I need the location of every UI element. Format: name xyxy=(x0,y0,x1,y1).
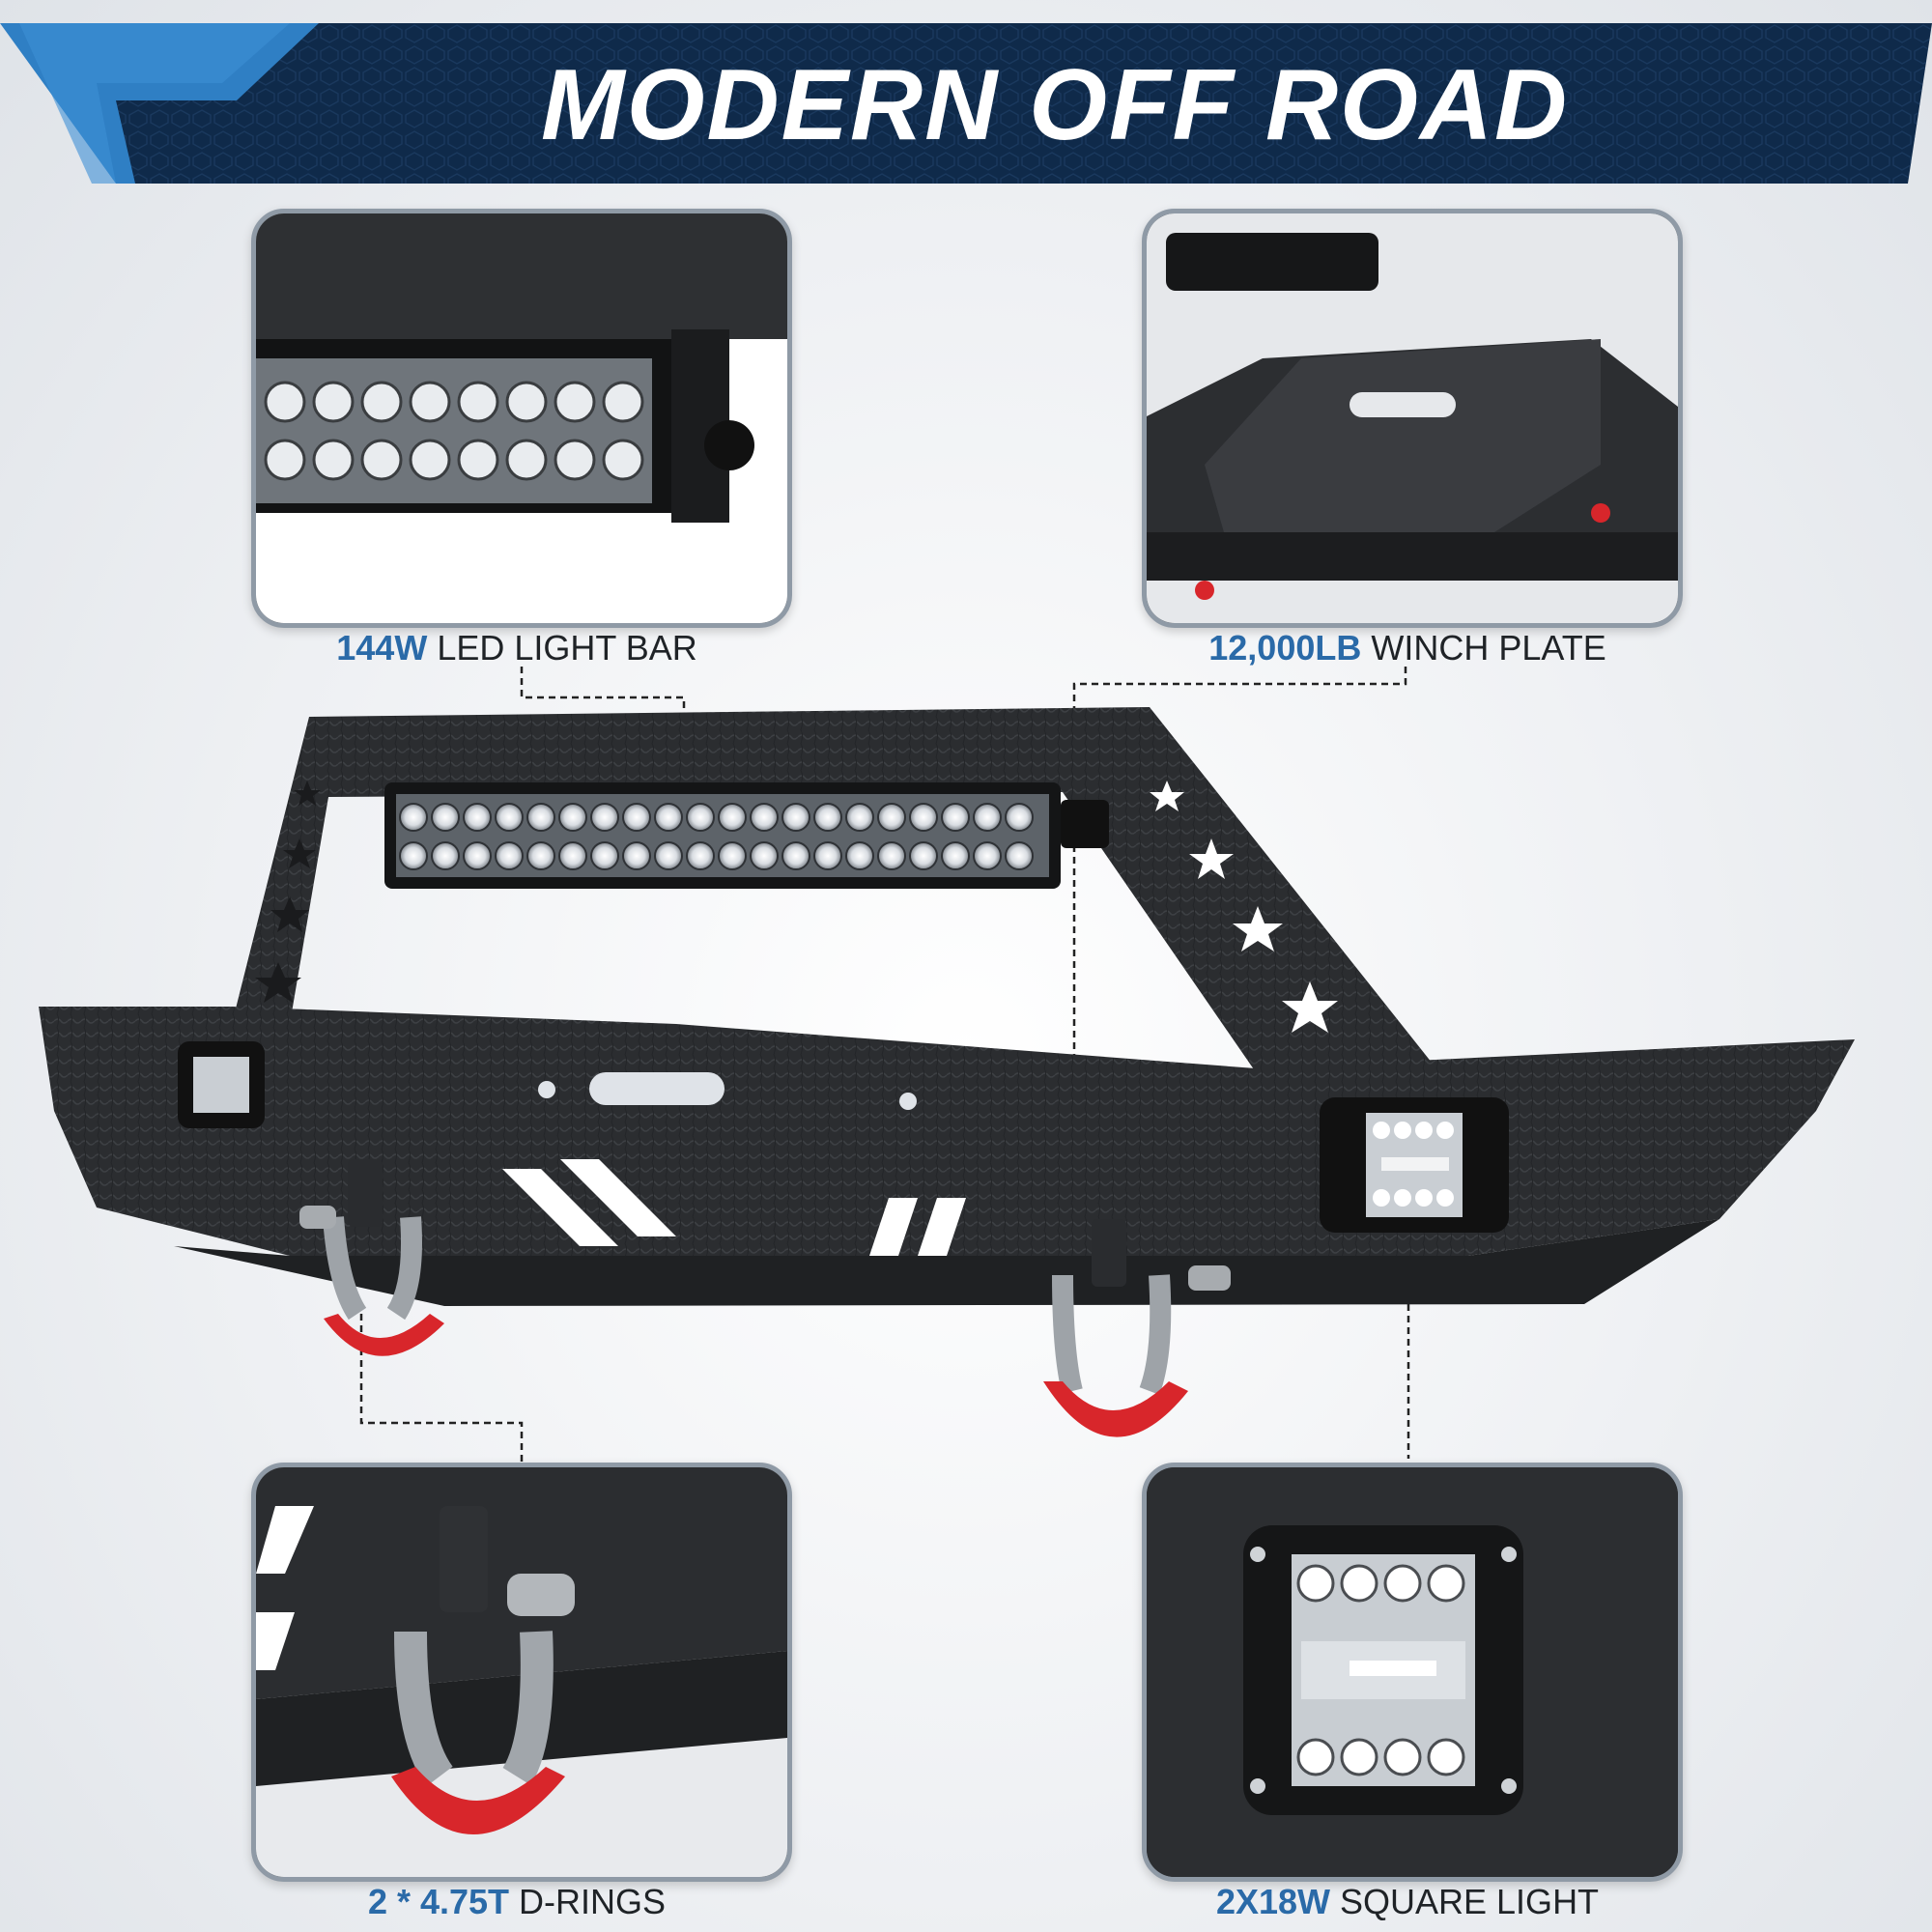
light-bar-led xyxy=(813,803,842,832)
light-bar-led xyxy=(941,803,970,832)
light-bar-led xyxy=(526,841,555,870)
caption-light-bar-text: LED LIGHT BAR xyxy=(427,628,697,668)
feature-panel-winch-plate xyxy=(1142,209,1683,628)
light-bar-led xyxy=(622,841,651,870)
caption-winch-plate: 12,000LB WINCH PLATE xyxy=(1142,628,1673,668)
light-bar-led xyxy=(845,803,874,832)
feature-panel-square-light xyxy=(1142,1463,1683,1882)
winch-plate-closeup-image xyxy=(1147,213,1678,623)
caption-square-light-text: SQUARE LIGHT xyxy=(1330,1882,1600,1921)
light-bar-led xyxy=(558,803,587,832)
light-bar-led xyxy=(1005,803,1034,832)
light-bar-led xyxy=(877,841,906,870)
caption-square-light: 2X18W SQUARE LIGHT xyxy=(1142,1882,1673,1922)
light-bar-led xyxy=(1005,841,1034,870)
d-rings-closeup-image xyxy=(256,1467,787,1877)
light-bar-led xyxy=(654,803,683,832)
light-bar-led xyxy=(750,841,779,870)
header-banner: MODERN OFF ROAD xyxy=(0,23,1932,184)
light-bar-led xyxy=(622,803,651,832)
light-bar-led xyxy=(431,841,460,870)
light-bar-led xyxy=(495,803,524,832)
caption-winch-plate-text: WINCH PLATE xyxy=(1361,628,1606,668)
light-bar-led xyxy=(877,803,906,832)
light-bar-led xyxy=(941,841,970,870)
caption-d-rings-highlight: 2 * 4.75T xyxy=(367,1882,510,1921)
light-bar-led xyxy=(813,841,842,870)
light-bar-led xyxy=(495,841,524,870)
caption-square-light-highlight: 2X18W xyxy=(1215,1882,1330,1921)
light-bar-closeup-image xyxy=(256,213,787,623)
light-bar-led xyxy=(909,841,938,870)
light-bar-led xyxy=(654,841,683,870)
light-bar-led xyxy=(431,803,460,832)
light-bar-led xyxy=(781,841,810,870)
caption-light-bar: 144W LED LIGHT BAR xyxy=(251,628,782,668)
light-bar-led xyxy=(750,803,779,832)
light-bar-led xyxy=(558,841,587,870)
light-bar-led xyxy=(590,841,619,870)
light-bar-led xyxy=(909,803,938,832)
feature-panel-d-rings xyxy=(251,1463,792,1882)
light-bar-led xyxy=(399,803,428,832)
caption-light-bar-highlight: 144W xyxy=(336,628,428,668)
light-bar-led xyxy=(686,841,715,870)
square-light-closeup-image xyxy=(1147,1467,1678,1877)
banner-background xyxy=(0,23,1932,184)
light-bar-led xyxy=(590,803,619,832)
light-bar-led xyxy=(973,803,1002,832)
light-bar-led xyxy=(526,803,555,832)
feature-panel-light-bar xyxy=(251,209,792,628)
banner-title: MODERN OFF ROAD xyxy=(541,49,1570,161)
light-bar-led xyxy=(718,803,747,832)
caption-d-rings-text: D-RINGS xyxy=(509,1882,667,1921)
light-bar-led xyxy=(399,841,428,870)
light-bar-led xyxy=(973,841,1002,870)
light-bar-led xyxy=(463,841,492,870)
caption-d-rings: 2 * 4.75T D-RINGS xyxy=(251,1882,782,1922)
light-bar-led xyxy=(781,803,810,832)
light-bar-led xyxy=(463,803,492,832)
light-bar-led xyxy=(718,841,747,870)
light-bar-led xyxy=(686,803,715,832)
caption-winch-plate-highlight: 12,000LB xyxy=(1208,628,1362,668)
light-bar-led xyxy=(845,841,874,870)
